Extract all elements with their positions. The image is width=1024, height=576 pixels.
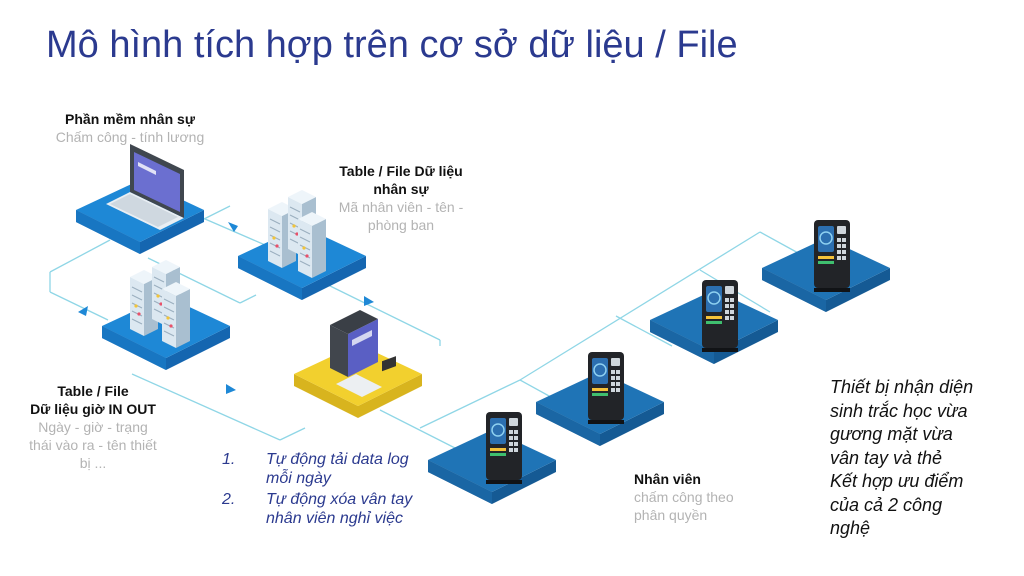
arrow-icon (228, 222, 238, 232)
laptop-icon (106, 144, 184, 230)
inout-table-heading-1: Table / File (57, 383, 129, 399)
step-item: 1. Tự động tải data log mỗi ngày (222, 450, 412, 488)
note-line: gương mặt vừa (830, 424, 953, 444)
hr-table-label: Table / File Dữ liệu nhân sự Mã nhân viê… (316, 162, 486, 234)
biometric-terminal-icon (813, 219, 851, 293)
page-title: Mô hình tích hợp trên cơ sở dữ liệu / Fi… (46, 24, 738, 66)
workstation-icon (330, 310, 396, 397)
inout-table-sub-1: Ngày - giờ - trạng (38, 419, 148, 435)
inout-table-label: Table / File Dữ liệu giờ IN OUT Ngày - g… (10, 382, 176, 472)
hr-software-node (76, 144, 204, 254)
step-number: 1. (222, 451, 236, 468)
arrow-icon (364, 296, 374, 306)
device-node-3 (650, 279, 778, 364)
step-text-1: Tự động xóa vân tay (266, 491, 413, 508)
employee-heading: Nhân viên (634, 471, 701, 487)
hr-software-heading: Phần mềm nhân sự (65, 111, 195, 127)
employee-label: Nhân viên chấm công theo phân quyền (634, 470, 794, 524)
note-line: vân tay và thẻ (830, 447, 943, 468)
device-node-1 (428, 411, 556, 504)
hr-software-label: Phần mềm nhân sự Chấm công - tính lương (30, 110, 230, 146)
connector-lines (49, 205, 801, 449)
inout-table-sub-2: thái vào ra - tên thiết (29, 437, 157, 453)
step-text-2: nhân viên nghỉ việc (266, 510, 403, 527)
inout-table-node (102, 259, 230, 370)
step-text-1: Tự động tải data log (266, 451, 409, 468)
device-node-4 (762, 219, 890, 312)
hr-table-heading-2: nhân sự (373, 181, 429, 197)
note-line: Thiết bị nhận diện (830, 377, 974, 397)
note-line: sinh trắc học vừa (830, 400, 968, 421)
hr-table-sub-2: phòng ban (367, 217, 435, 233)
employee-sub-2: phân quyền (634, 507, 708, 523)
step-item: 2. Tự động xóa vân tay nhân viên nghỉ vi… (222, 490, 412, 528)
step-number: 2. (222, 491, 236, 508)
inout-table-heading-2: Dữ liệu giờ IN OUT (30, 401, 156, 417)
arrow-icon (226, 384, 236, 394)
note-line: Kết hợp ưu điểm (830, 471, 964, 491)
biometric-terminal-icon (701, 279, 739, 353)
hr-table-heading-1: Table / File Dữ liệu (339, 163, 463, 179)
biometric-terminal-icon (485, 411, 523, 485)
note-line: của cả 2 công (830, 494, 943, 515)
biometric-note: Thiết bị nhận diện sinh trắc học vừa gươ… (830, 376, 1010, 541)
inout-table-sub-3: bị ... (79, 455, 107, 471)
automation-steps: 1. Tự động tải data log mỗi ngày 2. Tự đ… (222, 450, 412, 530)
step-text-2: mỗi ngày (266, 470, 331, 487)
note-line: nghệ (830, 518, 871, 538)
arrow-icon (78, 306, 88, 316)
employee-sub-1: chấm công theo (634, 489, 734, 505)
workstation-node (294, 310, 422, 418)
device-node-2 (536, 351, 664, 446)
hr-table-sub-1: Mã nhân viên - tên - (338, 199, 464, 215)
biometric-terminal-icon (587, 351, 625, 425)
flow-arrows (78, 222, 374, 394)
hr-software-sub: Chấm công - tính lương (55, 129, 205, 145)
